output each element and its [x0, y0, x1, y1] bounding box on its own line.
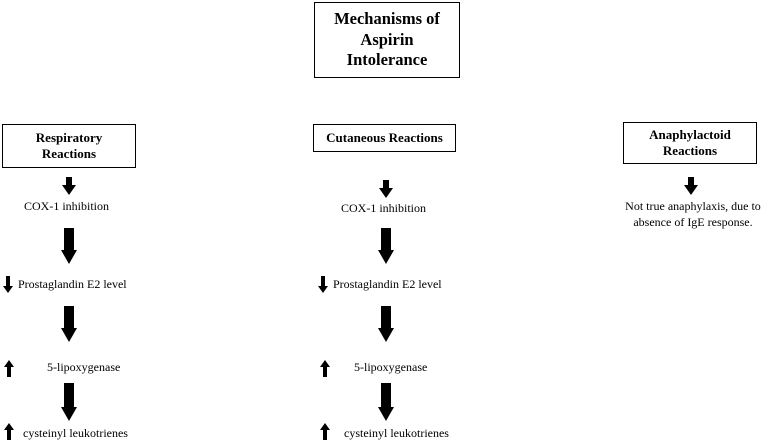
flow-arrow-down-icon	[684, 177, 698, 195]
increase-arrow-icon	[320, 360, 330, 377]
anaphylactoid-note-line-2: absence of IgE response.	[633, 214, 753, 229]
increase-arrow-icon	[4, 423, 14, 440]
respiratory-step-cox1: COX-1 inhibition	[24, 199, 110, 213]
title-line-2: Aspirin	[360, 29, 414, 49]
anaphylactoid-header-line-1: Anaphylactoid	[649, 126, 731, 142]
increase-arrow-icon	[320, 423, 330, 440]
diagram-title: Mechanisms of Aspirin Intolerance	[314, 2, 460, 78]
cutaneous-step-cox1: COX-1 inhibition	[341, 201, 427, 215]
cutaneous-step-prostaglandin: Prostaglandin E2 level	[333, 277, 442, 291]
flow-arrow-down-icon	[61, 306, 77, 342]
cutaneous-header: Cutaneous Reactions	[313, 124, 456, 152]
respiratory-header-line-2: Reactions	[41, 146, 97, 161]
respiratory-step-prostaglandin: Prostaglandin E2 level	[18, 277, 127, 291]
anaphylactoid-header-line-2: Reactions	[662, 143, 718, 158]
cutaneous-step-leukotrienes: cysteinyl leukotrienes	[344, 426, 449, 440]
cutaneous-step-lipoxygenase: 5-lipoxygenase	[354, 360, 428, 374]
title-line-3: Intolerance	[346, 50, 428, 70]
title-line-1: Mechanisms of	[334, 9, 440, 29]
decrease-arrow-icon	[3, 276, 13, 293]
increase-arrow-icon	[4, 360, 14, 377]
decrease-arrow-icon	[318, 276, 328, 293]
anaphylactoid-header: Anaphylactoid Reactions	[623, 122, 757, 164]
flow-arrow-down-icon	[378, 306, 394, 342]
respiratory-header-line-1: Respiratory	[35, 129, 103, 145]
respiratory-step-leukotrienes: cysteinyl leukotrienes	[23, 426, 128, 440]
flow-arrow-down-icon	[379, 180, 393, 198]
flow-arrow-down-icon	[61, 228, 77, 264]
respiratory-header: Respiratory Reactions	[2, 124, 136, 168]
respiratory-step-lipoxygenase: 5-lipoxygenase	[47, 360, 121, 374]
flow-arrow-down-icon	[62, 177, 76, 195]
flow-arrow-down-icon	[378, 228, 394, 264]
cutaneous-header-label: Cutaneous Reactions	[326, 129, 443, 145]
anaphylactoid-note-line-1: Not true anaphylaxis, due to	[625, 199, 761, 213]
flow-arrow-down-icon	[378, 383, 394, 421]
flow-arrow-down-icon	[61, 383, 77, 421]
anaphylactoid-note: Not true anaphylaxis, due to absence of …	[613, 199, 773, 230]
